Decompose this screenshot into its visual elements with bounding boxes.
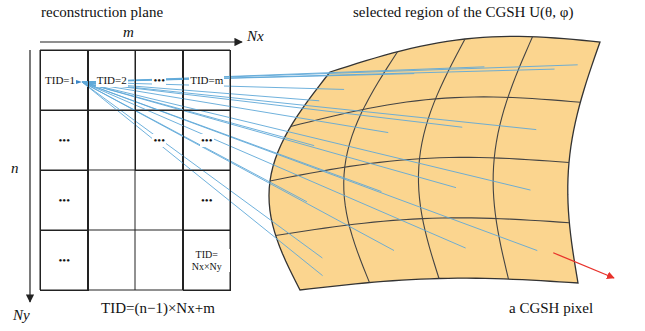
pixel-normal-arrow xyxy=(553,253,614,278)
surface-grid-line xyxy=(493,37,532,279)
grid-cell: ••• xyxy=(40,170,89,231)
grid-cell: TID=m xyxy=(183,50,232,111)
tile-id-text: TID=m xyxy=(189,74,224,87)
tile-id-text: ••• xyxy=(57,194,71,207)
axis-label: m xyxy=(122,24,135,40)
tid-formula-box: TID=(n−1)×Nx+m xyxy=(100,300,216,317)
grid-cell: TID= Nx×Ny xyxy=(183,230,232,291)
ray-line xyxy=(82,82,462,127)
grid-cell: ••• xyxy=(40,230,89,291)
tile-id-text: TID=2 xyxy=(96,74,128,87)
grid-cell: ••• xyxy=(183,170,232,231)
plane-grid xyxy=(40,50,230,290)
pixel-callout-box: a CGSH pixel xyxy=(508,300,594,317)
axis-label-box: m xyxy=(122,24,135,41)
surface-title: selected region of the CGSH U(θ, φ) xyxy=(352,4,574,20)
axis-label: Nx xyxy=(246,28,265,44)
n-axis-arrow xyxy=(29,50,30,302)
pixel-callout: a CGSH pixel xyxy=(508,300,594,316)
ray-line xyxy=(82,82,536,130)
tile-id-text: ••• xyxy=(57,134,71,147)
grid-cell: ••• xyxy=(40,110,89,171)
tile-id-text: ••• xyxy=(200,134,214,147)
tile-id-text: ••• xyxy=(200,194,214,207)
axis-label-box: Nx xyxy=(246,28,265,45)
cgsh-surface xyxy=(269,36,600,290)
axis-label-box: Ny xyxy=(12,307,31,324)
tile-id-text: TID= Nx×Ny xyxy=(184,249,231,272)
surface-outline xyxy=(269,36,600,290)
plane-title: reconstruction plane xyxy=(40,4,164,20)
pixel-arrow xyxy=(553,253,614,278)
ray-line xyxy=(82,82,456,188)
tile-id-text: ••• xyxy=(152,74,166,87)
ray-line xyxy=(82,82,537,251)
grid-cell: TID=2 xyxy=(88,50,137,111)
grid-cell: ••• xyxy=(135,50,184,111)
tile-id-text: TID=1 xyxy=(44,74,76,87)
axis-label: Ny xyxy=(12,307,31,323)
grid-cell: ••• xyxy=(135,110,184,171)
grid-cell: ••• xyxy=(183,110,232,171)
surface-title-box: selected region of the CGSH U(θ, φ) xyxy=(352,4,574,21)
light-rays xyxy=(70,65,578,276)
tile-id-text: ••• xyxy=(57,254,71,267)
ray-line xyxy=(82,82,323,276)
m-axis-arrow xyxy=(40,41,242,42)
surface-grid-line xyxy=(276,218,570,236)
axis-label-box: n xyxy=(10,160,20,177)
tile-id-text: ••• xyxy=(152,134,166,147)
ray-line xyxy=(82,82,466,248)
ray-line xyxy=(82,82,394,251)
grid-cell: TID=1 xyxy=(40,50,89,111)
plane-title-box: reconstruction plane xyxy=(40,4,164,21)
axis-label: n xyxy=(10,160,20,176)
tid-formula: TID=(n−1)×Nx+m xyxy=(100,300,216,316)
